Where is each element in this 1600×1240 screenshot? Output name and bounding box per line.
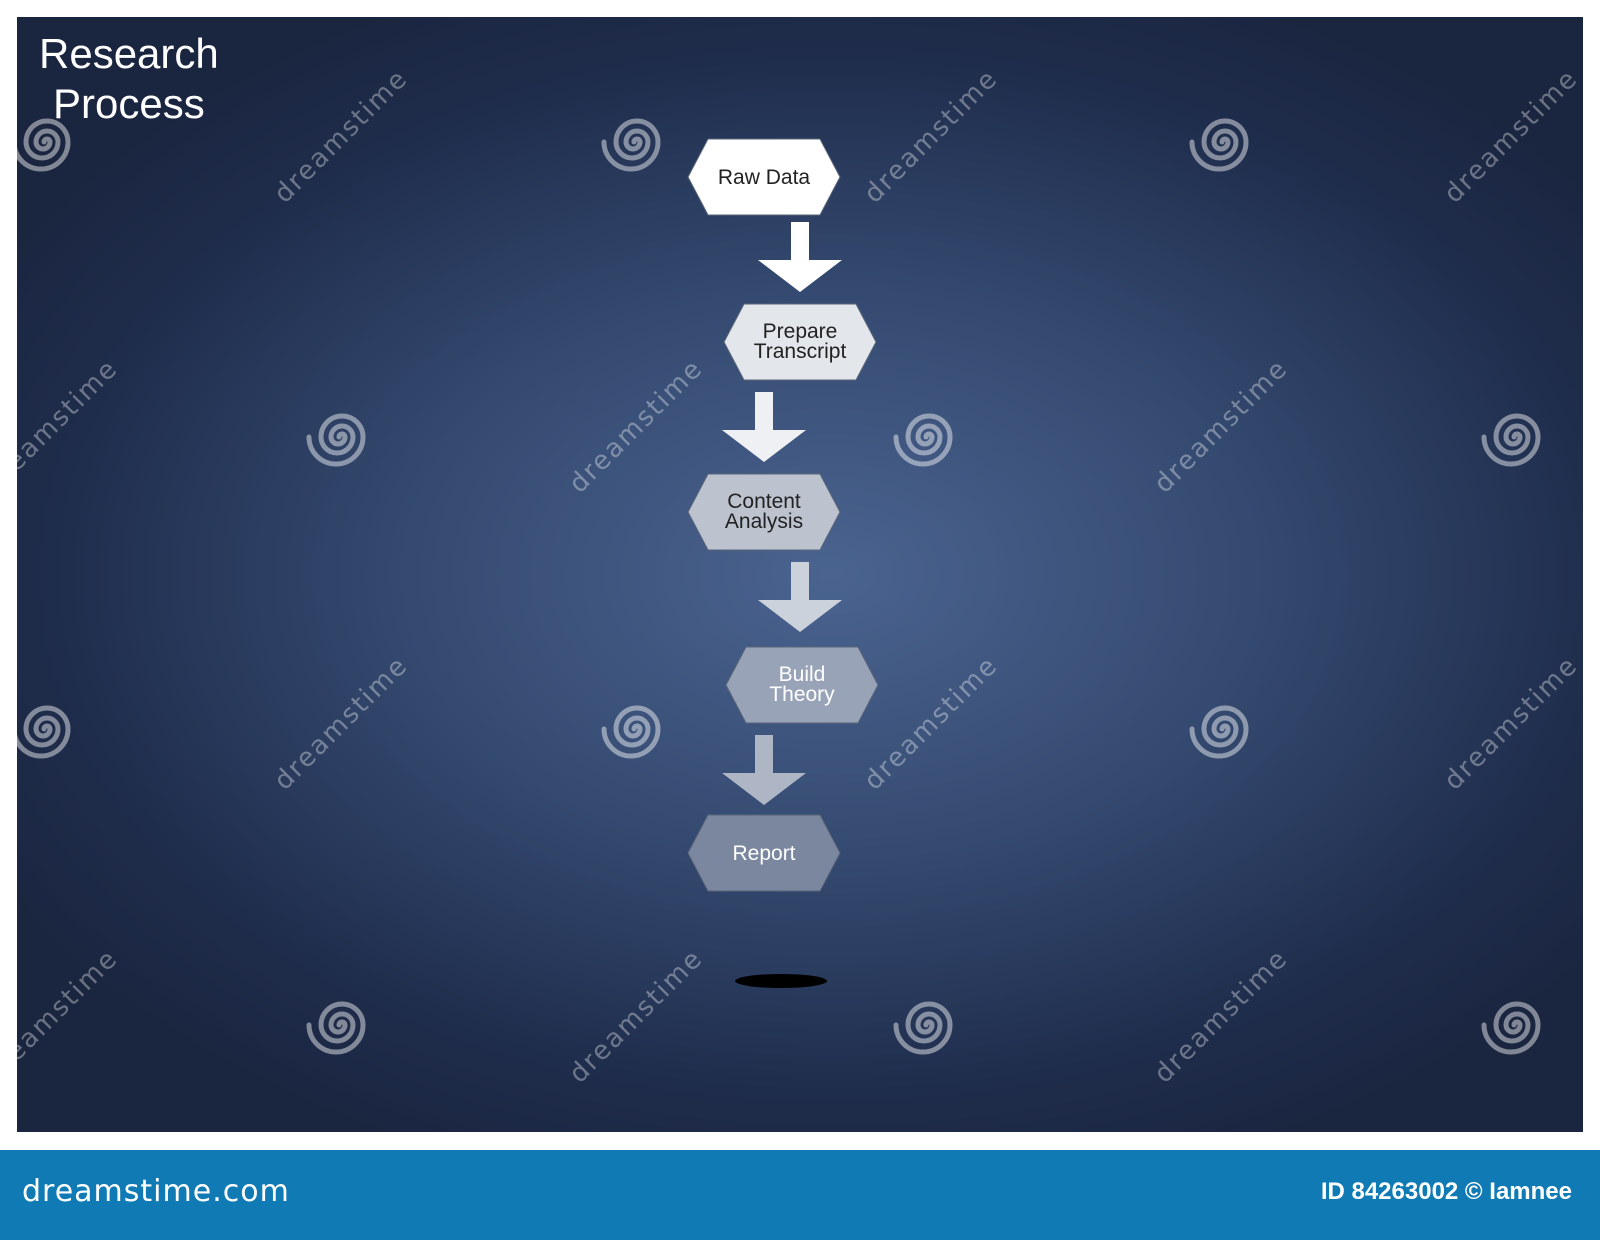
step-hexagon: [687, 814, 841, 892]
step-label: Build: [779, 663, 826, 686]
title-line-1: Research: [39, 30, 219, 77]
step-label: Report: [732, 842, 795, 865]
diagram-title: Research Process: [39, 29, 219, 129]
down-arrow-icon: [722, 735, 806, 805]
step-label: Theory: [769, 683, 835, 706]
step-label: Analysis: [725, 510, 803, 533]
title-line-2: Process: [53, 80, 205, 127]
step-hexagon: [687, 473, 841, 551]
down-arrow-icon: [758, 562, 842, 632]
flow-arrows: [722, 222, 842, 805]
floor-shadow: [735, 974, 827, 988]
down-arrow-icon: [722, 392, 806, 462]
flow-step-5: Report: [687, 814, 841, 892]
step-label: Raw Data: [718, 166, 811, 189]
footer-site-logo[interactable]: dreamstime.com: [22, 1174, 290, 1209]
step-hexagon: [725, 646, 879, 724]
step-hexagon: [723, 303, 877, 381]
step-label: Content: [727, 490, 801, 513]
step-hexagon: [687, 138, 841, 216]
step-label: Transcript: [754, 340, 847, 363]
step-label: Prepare: [763, 320, 838, 343]
footer-image-id: ID 84263002 © Iamnee: [1320, 1178, 1572, 1205]
process-flowchart: Raw DataPrepareTranscriptContentAnalysis…: [687, 138, 879, 988]
down-arrow-icon: [758, 222, 842, 292]
footer-bar: dreamstime.com ID 84263002 © Iamnee: [0, 1150, 1600, 1240]
flow-step-1: Raw Data: [687, 138, 841, 216]
flow-nodes: Raw DataPrepareTranscriptContentAnalysis…: [687, 138, 879, 892]
